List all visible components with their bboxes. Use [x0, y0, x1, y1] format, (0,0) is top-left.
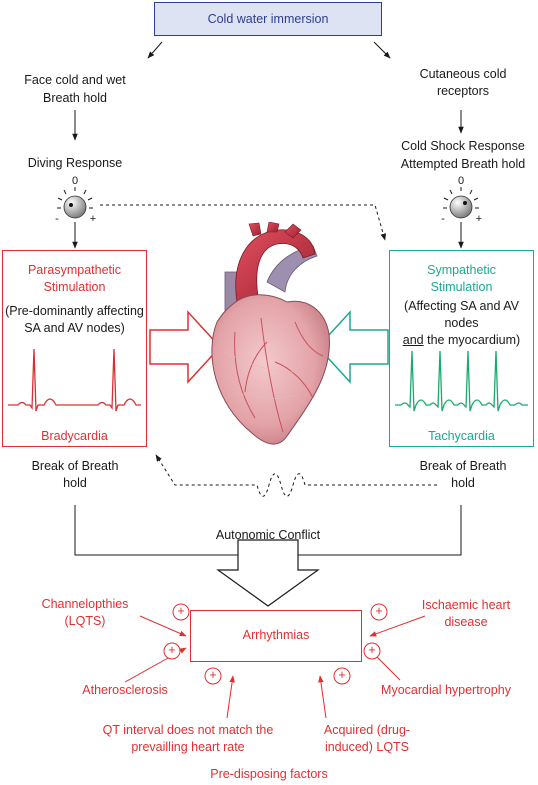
- plus-circle: [363, 642, 381, 660]
- plus-glyph: +: [168, 643, 176, 657]
- cold-shock-label: Cold Shock Response: [401, 139, 525, 153]
- plus-glyph: +: [177, 604, 185, 618]
- dashed-dial-link: [100, 204, 386, 241]
- symp-desc-2: nodes: [444, 316, 479, 330]
- tachycardia-label: Tachycardia: [428, 429, 495, 443]
- bradycardia-label: Bradycardia: [41, 429, 108, 443]
- plus-circle: [204, 667, 222, 685]
- break-breath-right-1: Break of Breath: [419, 459, 507, 473]
- break-breath-left-1: Break of Breath: [31, 459, 119, 473]
- attempted-breath-hold-label: Attempted Breath hold: [400, 157, 526, 171]
- heart-icon: [211, 222, 330, 445]
- dial-minus-label: -: [441, 213, 445, 225]
- hollow-down-arrow: [216, 539, 320, 607]
- break-breath-right-2: hold: [451, 476, 475, 490]
- hollow-right-arrow: [149, 310, 222, 384]
- plus-circle: [333, 667, 351, 685]
- symp-desc-1: (Affecting SA and AV: [404, 299, 519, 313]
- symp-title-1: Sympathetic: [427, 263, 496, 277]
- para-desc-1: (Pre-dominantly affecting: [5, 304, 144, 318]
- qt-interval-label-1: QT interval does not match the: [102, 723, 274, 737]
- ischaemic-label-1: Ischaemic heart: [421, 598, 511, 612]
- arrhythmias-box: Arrhythmias: [190, 610, 362, 662]
- plus-glyph: +: [368, 643, 376, 657]
- breath-hold-label: Breath hold: [43, 91, 107, 105]
- para-desc-2: SA and AV nodes): [24, 321, 125, 335]
- parasympathetic-box: [2, 250, 147, 447]
- symp-desc-rest: the myocardium): [423, 333, 521, 347]
- symp-desc-and: and: [402, 333, 424, 347]
- dashed-break-link: [155, 454, 437, 497]
- arrow-to-cutaneous: [373, 41, 391, 59]
- dial-zero-label: 0: [71, 175, 79, 187]
- dial-minus-label: -: [55, 213, 59, 225]
- acquired-lqts-label-1: Acquired (drug-: [323, 723, 411, 737]
- conflict-bracket: [74, 505, 238, 556]
- plus-glyph: +: [375, 604, 383, 618]
- face-cold-label: Face cold and wet: [24, 73, 126, 87]
- sympathetic-box: [389, 250, 534, 447]
- dial-knob-icon: [443, 187, 479, 219]
- hollow-left-arrow: [316, 310, 389, 384]
- atherosclerosis-label: Atherosclerosis: [82, 683, 168, 697]
- dial-knob-icon: [57, 187, 93, 219]
- arrow-to-face: [147, 41, 163, 59]
- plus-circle: [163, 642, 181, 660]
- cutaneous-label: Cutaneous cold: [419, 67, 507, 81]
- para-title-2: Stimulation: [43, 280, 106, 294]
- para-title-1: Parasympathetic: [27, 263, 122, 277]
- predisposing-factors-label: Pre-disposing factors: [210, 767, 328, 781]
- ischaemic-label-2: disease: [444, 615, 488, 629]
- plus-glyph: +: [209, 668, 217, 682]
- break-breath-left-2: hold: [63, 476, 87, 490]
- myocardial-hypertrophy-label: Myocardial hypertrophy: [381, 683, 511, 697]
- acquired-lqts-label-2: induced) LQTS: [324, 740, 410, 754]
- qt-interval-label-2: prevailling heart rate: [131, 740, 245, 754]
- plus-circle: [172, 603, 190, 621]
- diving-response-label: Diving Response: [27, 156, 123, 170]
- cold-water-immersion-box: Cold water immersion: [154, 2, 382, 36]
- dial-plus-label: +: [475, 213, 483, 225]
- symp-desc-3: and the myocardium): [389, 332, 534, 349]
- dial-zero-label: 0: [457, 175, 465, 187]
- lqts-label: (LQTS): [64, 614, 106, 628]
- plus-circle: [370, 603, 388, 621]
- channelopthies-label: Channelopthies: [41, 597, 129, 611]
- symp-title-2: Stimulation: [430, 280, 493, 294]
- autonomic-conflict-label: Autonomic Conflict: [215, 528, 321, 542]
- dial-plus-label: +: [89, 213, 97, 225]
- plus-glyph: +: [338, 668, 346, 682]
- ecg-bradycardia-icon: [8, 348, 141, 412]
- receptors-label: receptors: [436, 84, 490, 98]
- ecg-tachycardia-icon: [395, 350, 528, 412]
